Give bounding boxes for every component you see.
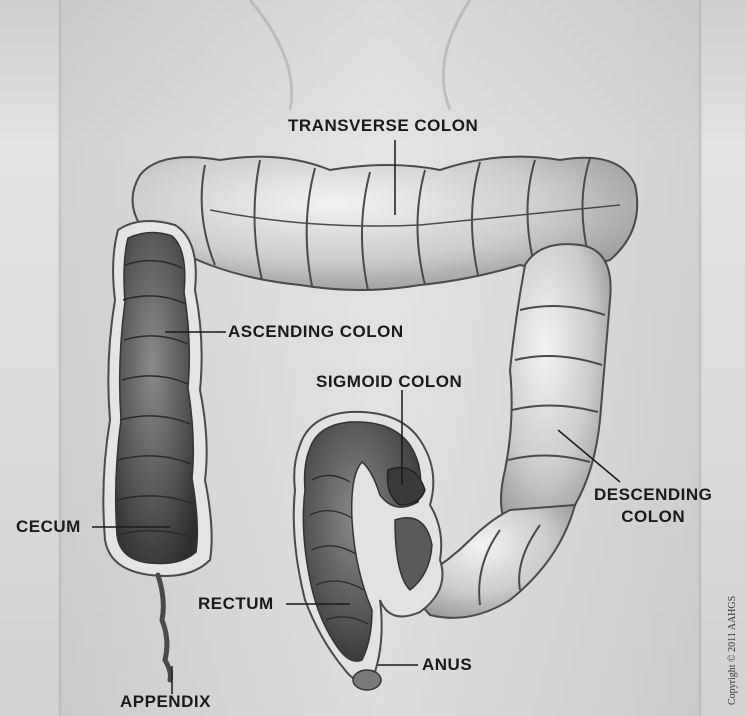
anus: [353, 670, 381, 690]
label-descending-colon-line1: DESCENDING: [594, 484, 712, 506]
ascending-colon: [103, 221, 211, 576]
label-descending-colon-line2: COLON: [594, 506, 712, 528]
label-rectum: RECTUM: [198, 594, 274, 614]
label-descending-colon: DESCENDING COLON: [594, 484, 712, 528]
copyright-notice: Copyright © 2011 AAHGS: [727, 596, 738, 705]
label-cecum: CECUM: [16, 517, 81, 537]
label-transverse-colon: TRANSVERSE COLON: [288, 116, 478, 136]
label-anus: ANUS: [422, 655, 472, 675]
label-appendix: APPENDIX: [120, 692, 211, 712]
label-sigmoid-colon: SIGMOID COLON: [316, 372, 462, 392]
label-ascending-colon: ASCENDING COLON: [228, 322, 404, 342]
